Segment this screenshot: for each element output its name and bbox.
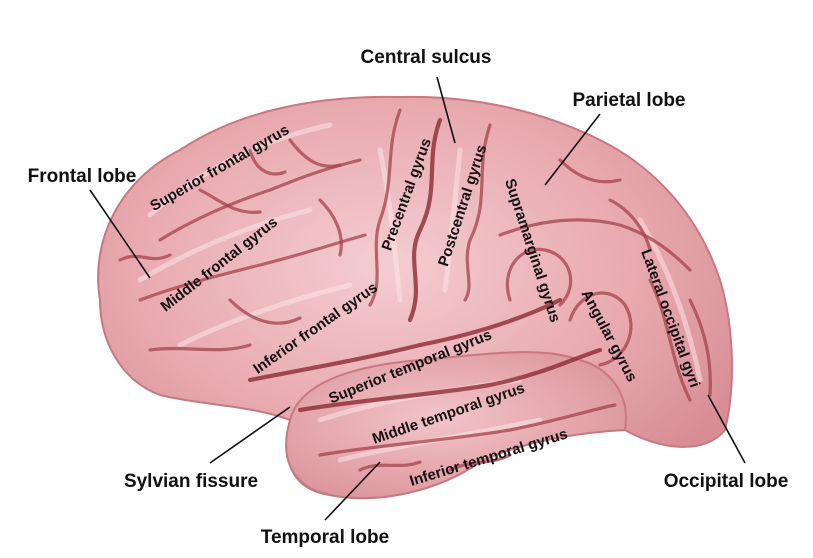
- temporal-lobe-label: Temporal lobe: [261, 527, 389, 548]
- gyri-highlights: [137, 122, 703, 463]
- occipital-lobe-leader: [707, 394, 746, 464]
- temporal-lobe-leader: [324, 461, 381, 521]
- temporal-lobe-shape: [285, 351, 627, 500]
- occipital-lobe-label: Occipital lobe: [664, 471, 789, 492]
- sulci: [118, 108, 712, 472]
- frontal-lobe-label: Frontal lobe: [28, 166, 137, 187]
- leader-lines: [89, 76, 746, 521]
- central-sulcus-leader: [436, 76, 456, 144]
- parietal-lobe-leader: [544, 113, 601, 186]
- sylvian-fissure-leader: [209, 406, 291, 464]
- sylvian-fissure-label: Sylvian fissure: [124, 471, 258, 492]
- parietal-lobe-label: Parietal lobe: [573, 90, 686, 111]
- frontal-lobe-leader: [89, 189, 151, 279]
- central-sulcus-label: Central sulcus: [361, 47, 492, 68]
